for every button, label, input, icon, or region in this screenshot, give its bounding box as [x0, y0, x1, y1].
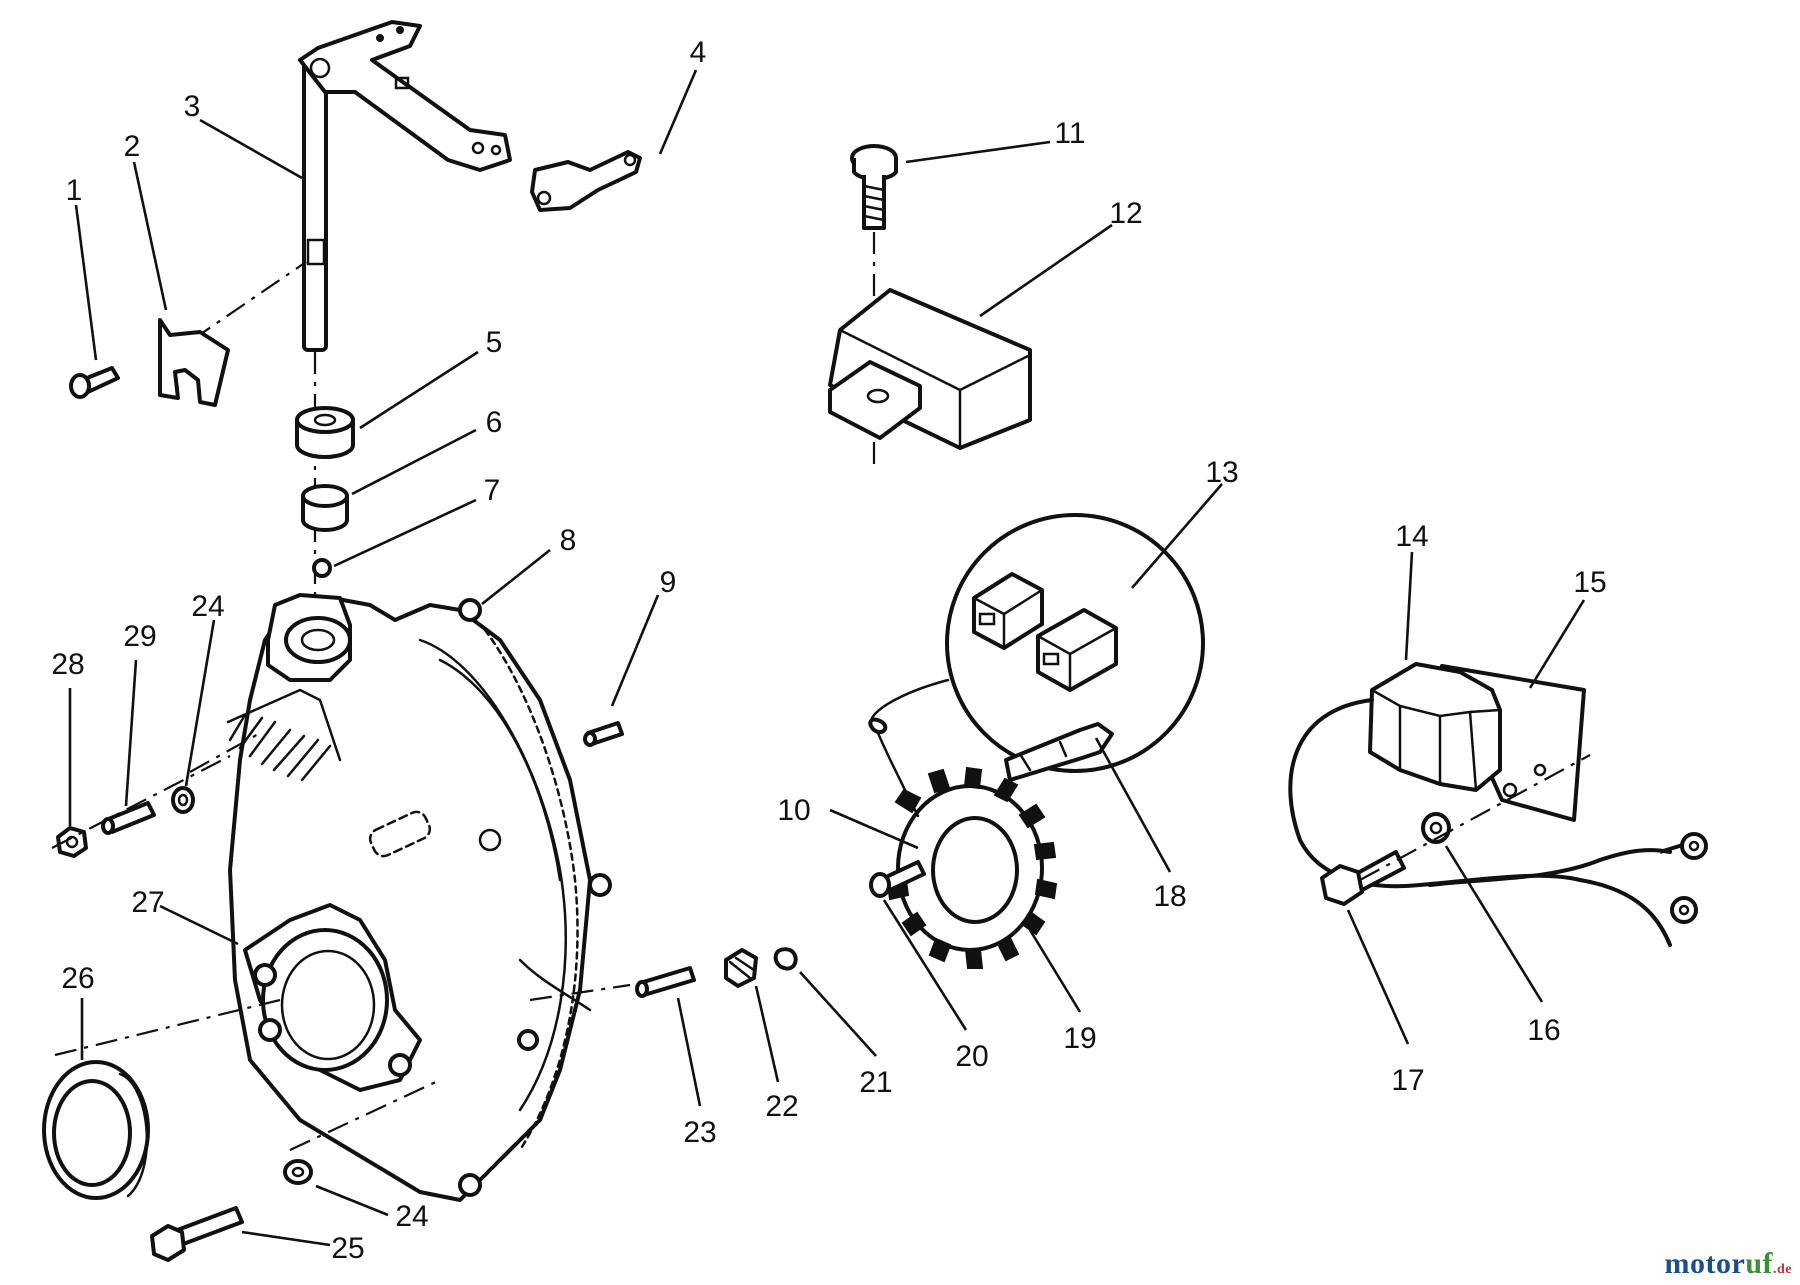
hex-nut [56, 826, 88, 858]
detail-lead-wire [870, 678, 950, 720]
ignition-lead-wire [1288, 698, 1672, 947]
callout-5: 5 [486, 326, 503, 359]
retaining-ring [773, 947, 798, 971]
governor-link [530, 150, 642, 212]
stator-screw [869, 860, 926, 898]
callout-21: 21 [859, 1066, 892, 1099]
callout-12: 12 [1109, 197, 1142, 230]
leader-lines [68, 69, 1586, 1247]
governor-shaft-assembly [298, 20, 512, 352]
callout-9: 9 [660, 566, 677, 599]
callout-25: 25 [331, 1232, 364, 1265]
callout-14: 14 [1395, 520, 1428, 553]
pin [635, 966, 696, 998]
cover-bolt [150, 1206, 244, 1262]
callout-3: 3 [184, 90, 201, 123]
connector-detail-circle [945, 513, 1205, 782]
callout-17: 17 [1391, 1064, 1424, 1097]
motoruf-watermark-logo: motoruf.de [1664, 1247, 1792, 1280]
callout-6: 6 [486, 406, 503, 439]
o-ring-small [312, 558, 332, 578]
governor-clip [158, 318, 230, 407]
rectifier-regulator [828, 288, 1032, 450]
ground-wire [1428, 848, 1672, 887]
callout-22: 22 [765, 1090, 798, 1123]
callout-24-lower: 24 [395, 1200, 428, 1233]
plug [724, 948, 758, 988]
callout-16: 16 [1527, 1014, 1560, 1047]
callout-23: 23 [683, 1116, 716, 1149]
lock-washer [171, 786, 195, 814]
rectifier-bolt [850, 144, 898, 230]
dowel-pin [583, 721, 624, 747]
bushing [301, 484, 349, 532]
spacer-washer [295, 406, 355, 459]
callout-29: 29 [123, 620, 156, 653]
ring-terminal-upper [1659, 832, 1708, 860]
alternator-stator [868, 716, 1058, 969]
callout-10: 10 [777, 794, 810, 827]
ring-terminal-lower [1670, 896, 1698, 924]
callout-28: 28 [51, 648, 84, 681]
callout-27: 27 [131, 886, 164, 919]
clip-screw [69, 366, 120, 399]
callout-26: 26 [61, 962, 94, 995]
callout-8: 8 [560, 524, 577, 557]
callout-24-upper: 24 [191, 590, 224, 623]
callout-18: 18 [1153, 880, 1186, 913]
callout-11: 11 [1054, 117, 1085, 150]
callout-20: 20 [955, 1040, 988, 1073]
callout-2: 2 [124, 130, 141, 163]
module-bolt [1320, 850, 1406, 906]
callout-19: 19 [1063, 1022, 1096, 1055]
callout-1: 1 [66, 174, 83, 207]
callout-15: 15 [1573, 566, 1606, 599]
oil-seal [42, 1060, 150, 1200]
callout-7: 7 [484, 474, 501, 507]
flat-washer [283, 1159, 313, 1185]
callout-4: 4 [690, 36, 707, 69]
callout-labels: 1 2 3 4 5 6 7 8 9 10 11 12 13 14 15 16 1… [51, 36, 1606, 1265]
callout-13: 13 [1205, 456, 1238, 489]
ignition-module [1368, 662, 1586, 822]
gear-cover-housing [226, 593, 612, 1202]
